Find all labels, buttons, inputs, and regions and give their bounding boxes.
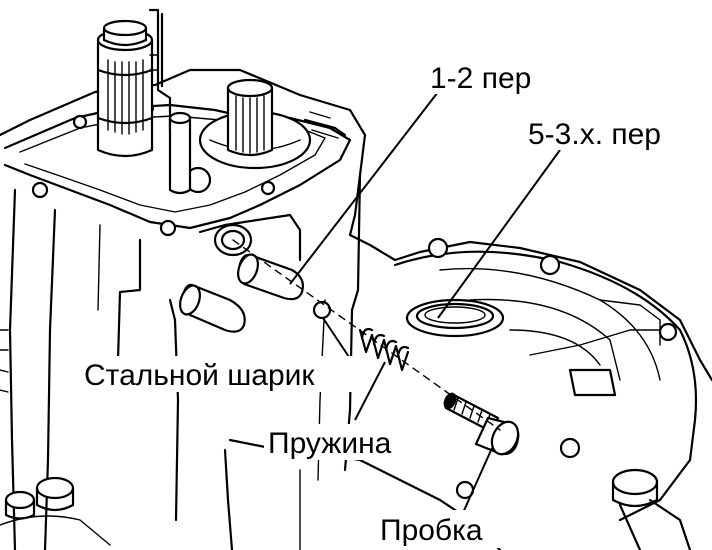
label-plug: Пробка — [380, 514, 483, 547]
extension-housing — [393, 237, 698, 550]
leader-steel-ball — [322, 317, 354, 364]
counter-shaft — [198, 78, 347, 170]
label-gear-12: 1-2 пер — [430, 62, 531, 95]
leader-gear-5r — [437, 149, 561, 319]
steel-ball — [312, 300, 332, 320]
gearbox-housing — [0, 68, 712, 550]
leader-gear-12 — [289, 91, 439, 285]
plug-bolt — [443, 392, 520, 456]
shift-rod — [168, 111, 192, 195]
leader-plug — [461, 447, 493, 516]
input-shaft — [96, 8, 172, 158]
plug-1-2 — [237, 253, 304, 301]
detent-spring — [358, 327, 410, 372]
plug-cap-left — [179, 283, 246, 333]
leader-spring — [354, 361, 386, 421]
label-steel-ball: Стальной шарик — [84, 359, 315, 392]
label-gear-5r: 5-3.х. пер — [528, 118, 661, 151]
assembly-axis — [232, 239, 501, 431]
label-spring: Пружина — [268, 427, 392, 460]
